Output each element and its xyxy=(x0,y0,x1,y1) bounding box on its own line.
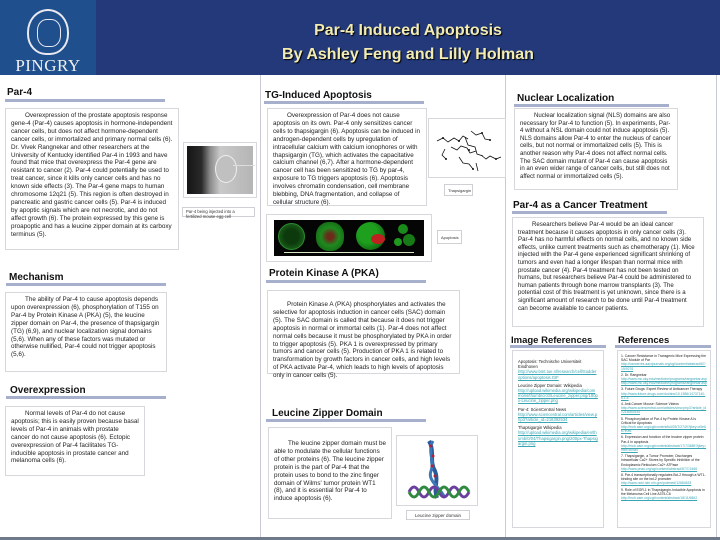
pka-body: Protein Kinase A (PKA) phosphorylates an… xyxy=(273,301,452,380)
pka-text-box: Protein Kinase A (PKA) phosphorylates an… xyxy=(267,290,460,379)
column-divider xyxy=(260,75,261,540)
image-reference-item: Par-4: ScienCentral News http://www.scie… xyxy=(518,407,598,423)
nuclear-body: Nuclear localization signal (NLS) domain… xyxy=(520,112,671,180)
image-reference-label: Par-4: ScienCentral News xyxy=(518,406,567,412)
nuclear-text-box: Nuclear localization signal (NLS) domain… xyxy=(514,108,678,190)
poster-bottom-edge xyxy=(0,537,720,540)
column-divider xyxy=(716,75,717,540)
image-reference-item: Leucine Zipper Domain: Wikipedia http://… xyxy=(518,383,598,404)
par4-body: Overexpression of the prostate apoptosis… xyxy=(11,112,173,238)
reference-item: 4. Anti-Cancer Mouse: Science Videos htt… xyxy=(621,402,707,415)
mechanism-text-box: The ability of Par-4 to cause apoptosis … xyxy=(5,292,167,372)
reference-item: 9. Role of EGR-1 in Thapsigargin-Inducib… xyxy=(621,488,707,501)
reference-item: 3. Future Drugs: Expert Review of Antica… xyxy=(621,387,707,400)
section-bar xyxy=(266,280,426,283)
section-heading-nuclear: Nuclear Localization xyxy=(517,93,615,104)
tg-text-box: Overexpression of Par-4 does not cause a… xyxy=(267,108,427,206)
image-reference-label: Leucine Zipper Domain: Wikipedia xyxy=(518,382,582,388)
section-bar xyxy=(512,211,667,214)
section-heading-pka: Protein Kinase A (PKA) xyxy=(269,268,379,279)
image-reference-label: Thapsigargin Wikipedia xyxy=(518,425,562,431)
apoptosis-cell-image xyxy=(266,214,432,262)
reference-link[interactable]: http://www.future-drugs.com/doi/abs/10.1… xyxy=(621,391,706,400)
section-bar xyxy=(514,104,669,107)
reference-label: 1. Cancer Resistance in Transgenic Mice … xyxy=(621,354,706,363)
treatment-body: Researchers believe Par-4 would be an id… xyxy=(518,221,695,312)
section-heading-par4: Par-4 xyxy=(7,87,33,98)
section-bar xyxy=(6,283,166,286)
reference-link[interactable]: http://www.pnas.org/cgi/content/abstract… xyxy=(621,466,698,471)
mouse-egg-image xyxy=(183,142,257,198)
mouse-egg-caption: Par-4 being injected into a fertilized m… xyxy=(182,207,255,219)
reference-link[interactable]: http://mcb.asm.org/cgi/content/abstract/… xyxy=(621,443,707,453)
section-bar xyxy=(264,101,424,104)
section-heading-leucine: Leucine Zipper Domain xyxy=(272,408,383,419)
reference-item: 7. Thapsigargin, a Tumor Promoter, Disch… xyxy=(621,454,707,471)
image-reference-label: Apoptosis: Technische Universiteit Eindh… xyxy=(518,359,582,370)
reference-label: 9. Role of EGR-1 in Thapsigargin-Inducib… xyxy=(621,487,705,496)
reference-link[interactable]: http://www.mc.uky.edu/medicine/programs/… xyxy=(621,377,707,386)
reference-item: 5. Phosphorylation of Par-4 by Protein K… xyxy=(621,417,707,434)
section-bar xyxy=(615,345,711,348)
reference-link[interactable]: http://mcb.asm.org/cgi/content/full/25/7… xyxy=(621,425,706,434)
column-divider xyxy=(505,75,506,540)
reference-item: 2. Dr. Rangnekar http://www.mc.uky.edu/m… xyxy=(621,373,707,386)
section-bar xyxy=(266,419,426,422)
image-reference-link[interactable]: http://upload.wikimedia.org/wikipedia/en… xyxy=(518,430,598,446)
reference-label: 5. Phosphorylation of Par-4 by Protein K… xyxy=(621,416,697,425)
section-bar xyxy=(510,345,606,348)
image-references-box: Apoptosis: Technische Universiteit Eindh… xyxy=(512,350,604,528)
reference-link[interactable]: http://www.ncbi.nlm.nih.gov/pubmed/12684… xyxy=(621,481,692,486)
mechanism-body: The ability of Par-4 to cause apoptosis … xyxy=(11,296,160,359)
school-seal-icon xyxy=(27,9,69,55)
thapsigargin-caption: Thapsigargin xyxy=(444,184,473,196)
section-heading-mechanism: Mechanism xyxy=(9,272,64,283)
reference-label: 8. Par-4 transcriptionally regulates Bcl… xyxy=(621,473,706,482)
tg-body: Overexpression of Par-4 does not cause a… xyxy=(273,112,421,206)
reference-link[interactable]: http://www.sciencentral.com/articles/vie… xyxy=(621,406,707,415)
image-reference-item: Apoptosis: Technische Universiteit Eindh… xyxy=(518,359,598,380)
reference-label: 2. Dr. Rangnekar xyxy=(621,372,647,377)
reference-link[interactable]: http://cancerres.aacrjournals.org/cgi/co… xyxy=(621,362,706,371)
section-heading-references: References xyxy=(618,335,670,346)
leucine-text-box: The leucine zipper domain must be able t… xyxy=(268,427,392,519)
section-heading-overexpression: Overexpression xyxy=(10,385,86,396)
leucine-body: The leucine zipper domain must be able t… xyxy=(274,440,387,503)
image-reference-link[interactable]: http://www.bmt.tue.nl/research/cell/Sodd… xyxy=(518,369,597,380)
image-reference-item: Thapsigargin Wikipedia http://upload.wik… xyxy=(518,425,598,446)
reference-item: 8. Par-4 transcriptionally regulates Bcl… xyxy=(621,473,707,486)
reference-label: 4. Anti-Cancer Mouse: Science Videos xyxy=(621,402,679,407)
leucine-zipper-image xyxy=(396,435,478,506)
image-reference-link[interactable]: http://www.sciencentral.com/articles/vie… xyxy=(518,411,598,423)
section-heading-tg: TG-Induced Apoptosis xyxy=(265,90,372,101)
reference-item: 1. Cancer Resistance in Transgenic Mice … xyxy=(621,354,707,371)
pingry-logo: PINGRY xyxy=(0,0,96,75)
overexpression-text-box: Normal levels of Par-4 do not cause apop… xyxy=(5,406,145,476)
par4-text-box: Overexpression of the prostate apoptosis… xyxy=(5,108,179,250)
reference-label: 3. Future Drugs: Expert Review of Antica… xyxy=(621,387,703,392)
poster-title: Par-4 Induced Apoptosis xyxy=(314,22,502,39)
section-bar xyxy=(5,99,165,102)
apoptosis-caption: Apoptosis xyxy=(437,230,462,244)
treatment-text-box: Researchers believe Par-4 would be an id… xyxy=(512,217,704,327)
reference-item: 6. Expression and function of the leucin… xyxy=(621,435,707,452)
thapsigargin-structure-image xyxy=(428,118,506,178)
image-reference-link[interactable]: http://upload.wikimedia.org/wikipedia/co… xyxy=(518,388,598,404)
logo-text: PINGRY xyxy=(15,56,81,75)
section-heading-treatment: Par-4 as a Cancer Treatment xyxy=(513,200,648,211)
references-box: 1. Cancer Resistance in Transgenic Mice … xyxy=(617,350,711,528)
reference-label: 7. Thapsigargin, a Tumor Promoter, Disch… xyxy=(621,454,700,467)
overexpression-body: Normal levels of Par-4 do not cause apop… xyxy=(11,410,139,465)
section-heading-image-references: Image References xyxy=(511,335,593,346)
poster-authors: By Ashley Feng and Lilly Holman xyxy=(282,46,534,63)
reference-label: 6. Expression and function of the leucin… xyxy=(621,435,704,444)
header-banner: PINGRY Par-4 Induced Apoptosis By Ashley… xyxy=(0,0,720,75)
section-bar xyxy=(6,396,166,399)
reference-link[interactable]: http://mcb.asm.org/cgi/content/abstract/… xyxy=(621,496,698,501)
leucine-caption: Leucine zipper domain xyxy=(406,510,470,520)
